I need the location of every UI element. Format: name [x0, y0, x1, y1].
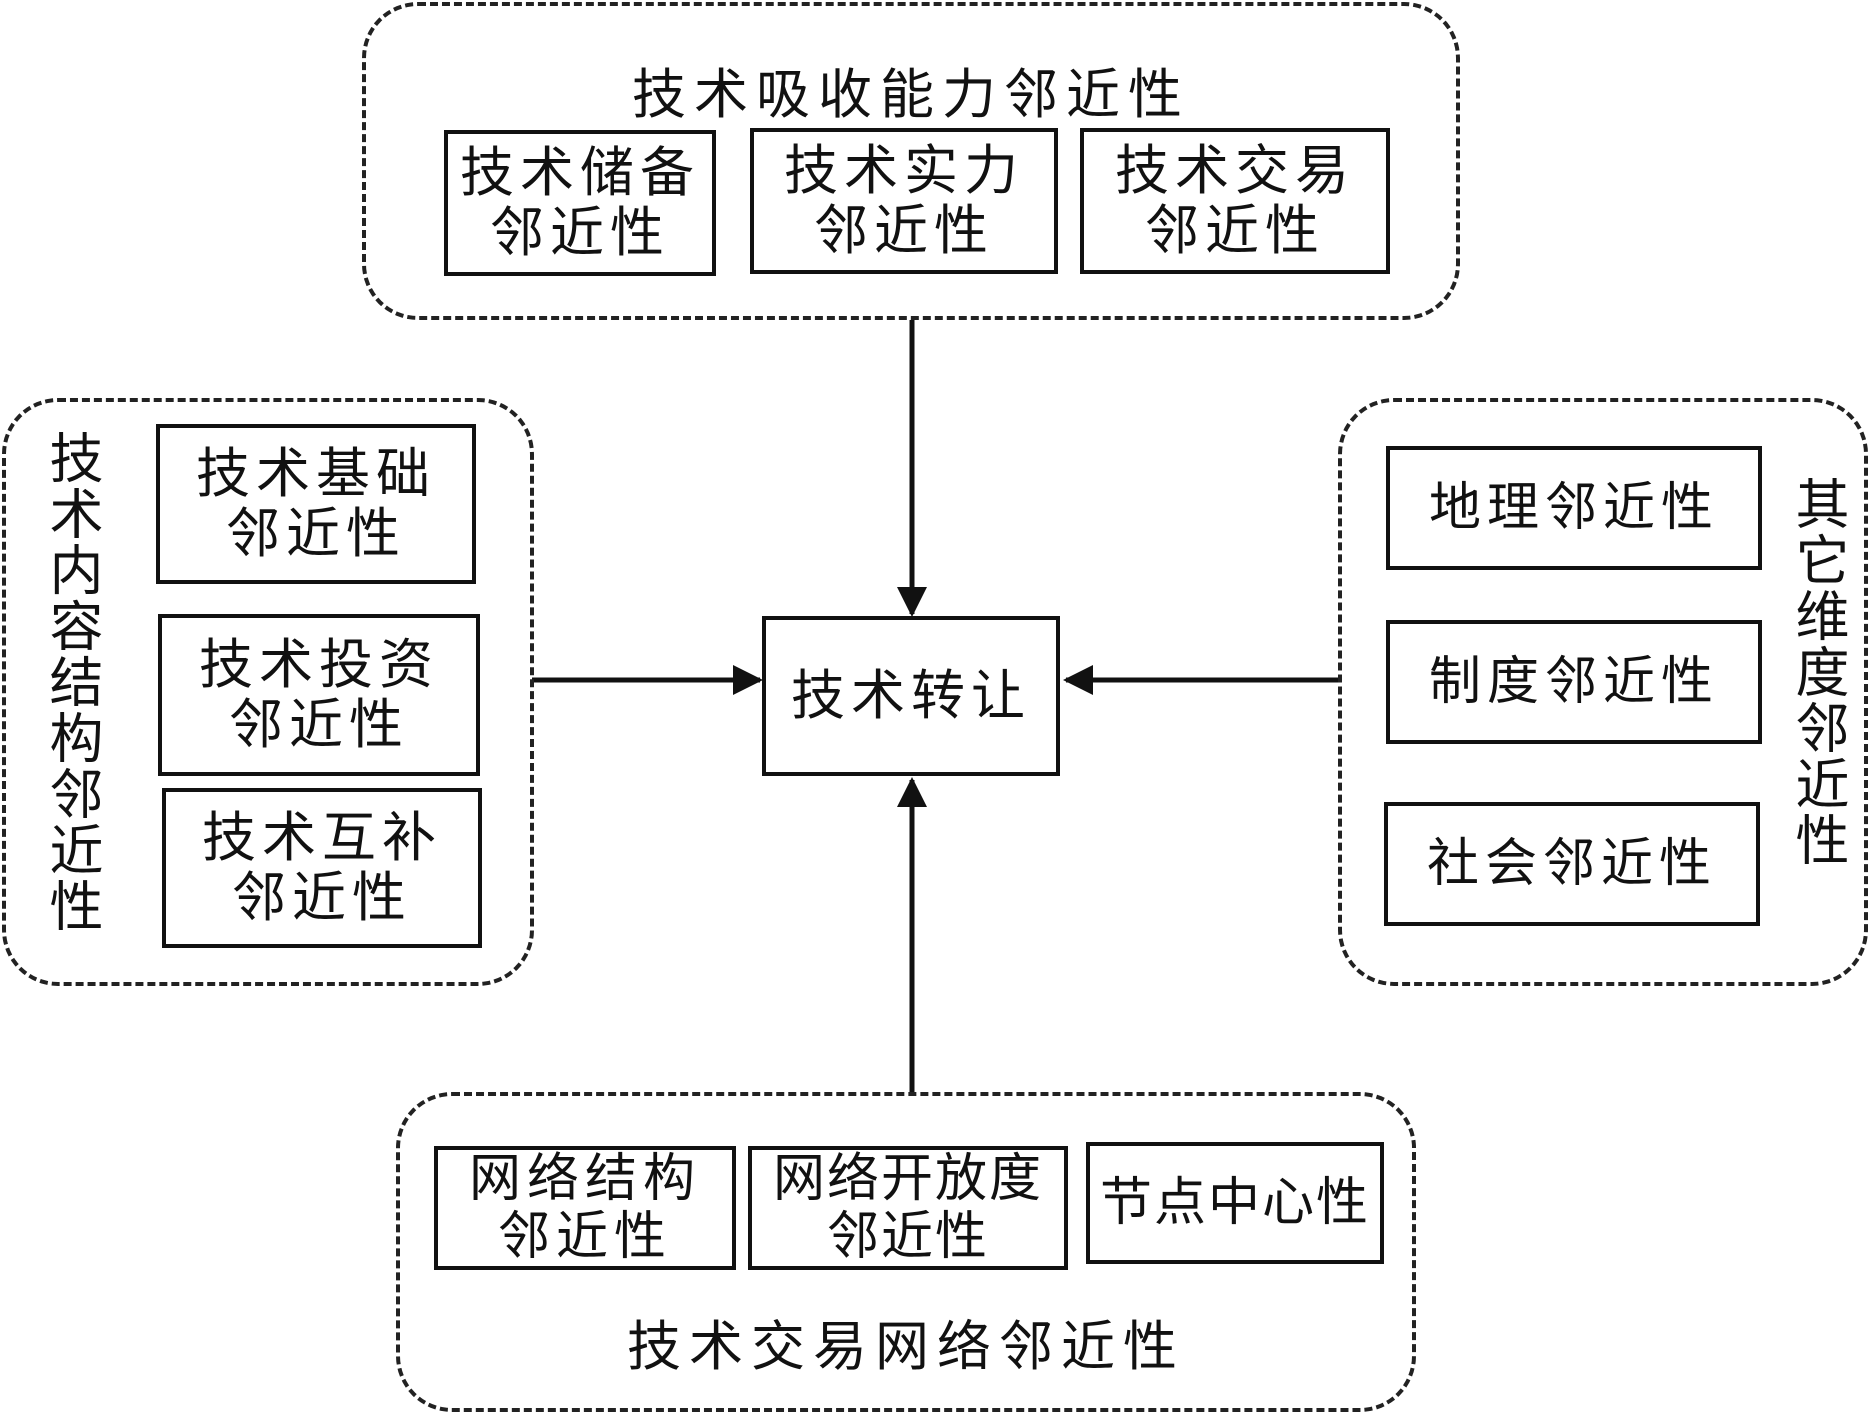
top-item-1-line1: 技术储备: [460, 140, 700, 204]
right-group: [1338, 398, 1868, 986]
right-item-2: 制度邻近性: [1386, 620, 1762, 744]
top-item-3-line2: 邻近性: [1145, 199, 1325, 262]
bottom-item-1-line2: 邻近性: [497, 1207, 672, 1267]
left-item-1-line2: 邻近性: [226, 502, 406, 565]
bottom-item-3: 节点中心性: [1086, 1142, 1384, 1264]
right-item-3: 社会邻近性: [1384, 802, 1760, 926]
right-item-1: 地理邻近性: [1386, 446, 1762, 570]
bottom-item-1-line1: 网络结构: [468, 1148, 701, 1209]
bottom-item-2-line2: 邻近性: [826, 1207, 989, 1267]
top-group-title: 技术吸收能力邻近性: [632, 63, 1190, 126]
top-item-1: 技术储备 邻近性: [444, 130, 716, 276]
right-item-3-line1: 社会邻近性: [1426, 833, 1717, 894]
right-item-2-line1: 制度邻近性: [1428, 651, 1719, 712]
top-item-1-line2: 邻近性: [490, 201, 670, 264]
right-group-title: 其它维度邻近性: [1786, 476, 1849, 868]
bottom-item-1: 网络结构 邻近性: [434, 1146, 736, 1270]
bottom-item-2: 网络开放度 邻近性: [748, 1146, 1068, 1270]
left-item-2-line1: 技术投资: [199, 632, 439, 696]
center-label: 技术转让: [791, 663, 1031, 727]
left-item-3-line1: 技术互补: [202, 805, 442, 869]
top-item-2-line1: 技术实力: [784, 138, 1024, 202]
center-node: 技术转让: [762, 616, 1060, 776]
top-item-2-line2: 邻近性: [814, 199, 994, 262]
left-item-3: 技术互补 邻近性: [162, 788, 482, 948]
left-group-title: 技术内容结构邻近性: [40, 430, 103, 934]
left-group: [2, 398, 534, 986]
left-item-1: 技术基础 邻近性: [156, 424, 476, 584]
bottom-group-title: 技术交易网络邻近性: [627, 1315, 1185, 1378]
left-item-1-line1: 技术基础: [196, 441, 436, 505]
top-group: [362, 2, 1460, 320]
left-item-2: 技术投资 邻近性: [158, 614, 480, 776]
top-item-3: 技术交易 邻近性: [1080, 128, 1390, 274]
left-item-3-line2: 邻近性: [232, 866, 412, 929]
bottom-group: [396, 1092, 1416, 1412]
top-item-2: 技术实力 邻近性: [750, 128, 1058, 274]
top-item-3-line1: 技术交易: [1115, 138, 1355, 202]
left-item-2-line2: 邻近性: [229, 693, 409, 756]
right-item-1-line1: 地理邻近性: [1428, 477, 1719, 538]
bottom-item-2-line1: 网络开放度: [772, 1148, 1043, 1209]
bottom-item-3-line1: 节点中心性: [1099, 1172, 1370, 1233]
